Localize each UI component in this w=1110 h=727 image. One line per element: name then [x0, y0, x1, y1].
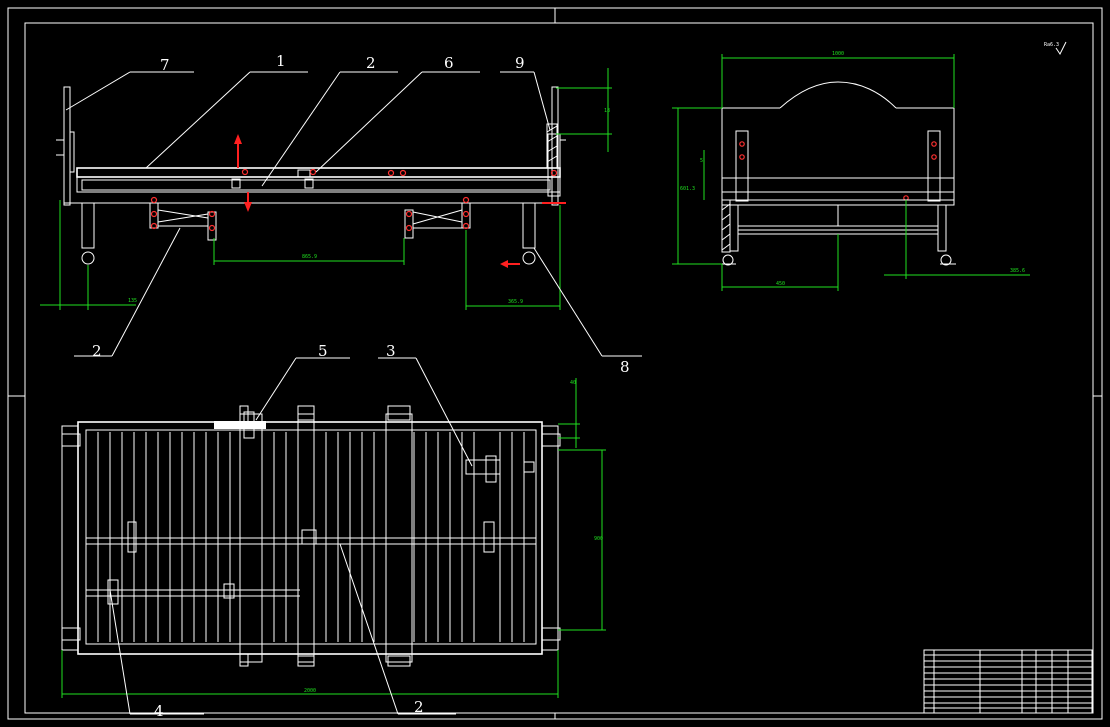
balloon-9: 9	[515, 54, 525, 72]
dim-side-bottom-left: 450	[776, 281, 785, 287]
dim-front-mid: 865.9	[302, 254, 317, 260]
front-view-dimensions: 135 865.9 365.9 18	[40, 68, 612, 310]
roughness-label: Ra6.3	[1044, 42, 1059, 48]
front-view-leaders: 7 1 2 6 9 2 8	[65, 52, 642, 376]
side-view-dimensions: 1000 601.3 5 450 385.6	[672, 51, 1030, 291]
dim-side-small: 5	[700, 158, 703, 164]
balloon-2-top: 2	[366, 54, 376, 72]
plan-slats	[97, 432, 525, 642]
balloon-8: 8	[620, 358, 630, 376]
balloon-4: 4	[154, 702, 164, 720]
dim-plan-overall: 2000	[304, 688, 316, 694]
balloon-3: 3	[386, 342, 396, 360]
dim-front-vertical: 18	[604, 108, 610, 114]
balloon-6: 6	[444, 54, 454, 72]
dim-front-left: 135	[128, 298, 137, 304]
balloon-5: 5	[318, 342, 328, 360]
dim-plan-small: 40	[570, 380, 576, 386]
balloon-7: 7	[160, 56, 170, 74]
dim-side-height: 601.3	[680, 186, 695, 192]
balloon-1: 1	[276, 52, 286, 70]
plan-view-dimensions: 2000 900 40	[61, 378, 606, 698]
dim-plan-height: 900	[594, 536, 603, 542]
front-view	[56, 86, 566, 268]
plan-view	[61, 405, 561, 667]
drawing-frame	[7, 7, 1103, 720]
dim-front-right: 365.9	[508, 299, 523, 305]
balloon-2-left: 2	[92, 342, 102, 360]
balloon-2-bottom: 2	[414, 698, 424, 716]
dim-side-top: 1000	[832, 51, 844, 57]
dim-side-bottom-right: 385.6	[1010, 268, 1025, 274]
surface-roughness-symbol: Ra6.3	[1044, 41, 1067, 55]
plan-view-leaders: 5 3 4 2	[109, 342, 473, 720]
title-block	[923, 649, 1093, 714]
side-view	[720, 81, 956, 266]
